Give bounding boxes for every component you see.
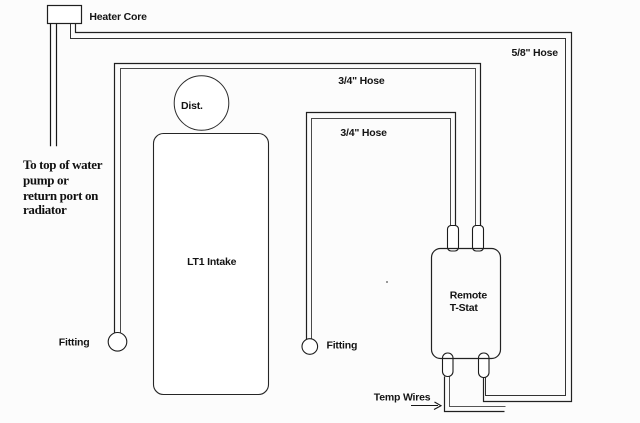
svg-text:3/4" Hose: 3/4" Hose <box>340 127 387 139</box>
svg-text:Fitting: Fitting <box>59 337 90 349</box>
svg-text:T-Stat: T-Stat <box>450 302 479 314</box>
svg-text:radiator: radiator <box>23 202 67 217</box>
svg-text:3/4" Hose: 3/4" Hose <box>338 75 385 87</box>
svg-text:Fitting: Fitting <box>327 340 358 352</box>
svg-text:Heater Core: Heater Core <box>89 11 147 23</box>
svg-text:Dist.: Dist. <box>181 100 203 112</box>
svg-text:To top of water: To top of water <box>23 157 103 172</box>
svg-text:Remote: Remote <box>450 290 488 302</box>
svg-text:5/8" Hose: 5/8" Hose <box>512 47 559 59</box>
svg-text:Temp Wires: Temp Wires <box>374 392 431 404</box>
svg-text:return port on: return port on <box>23 188 99 203</box>
svg-text:pump or: pump or <box>23 172 69 187</box>
svg-text:LT1 Intake: LT1 Intake <box>187 256 237 268</box>
